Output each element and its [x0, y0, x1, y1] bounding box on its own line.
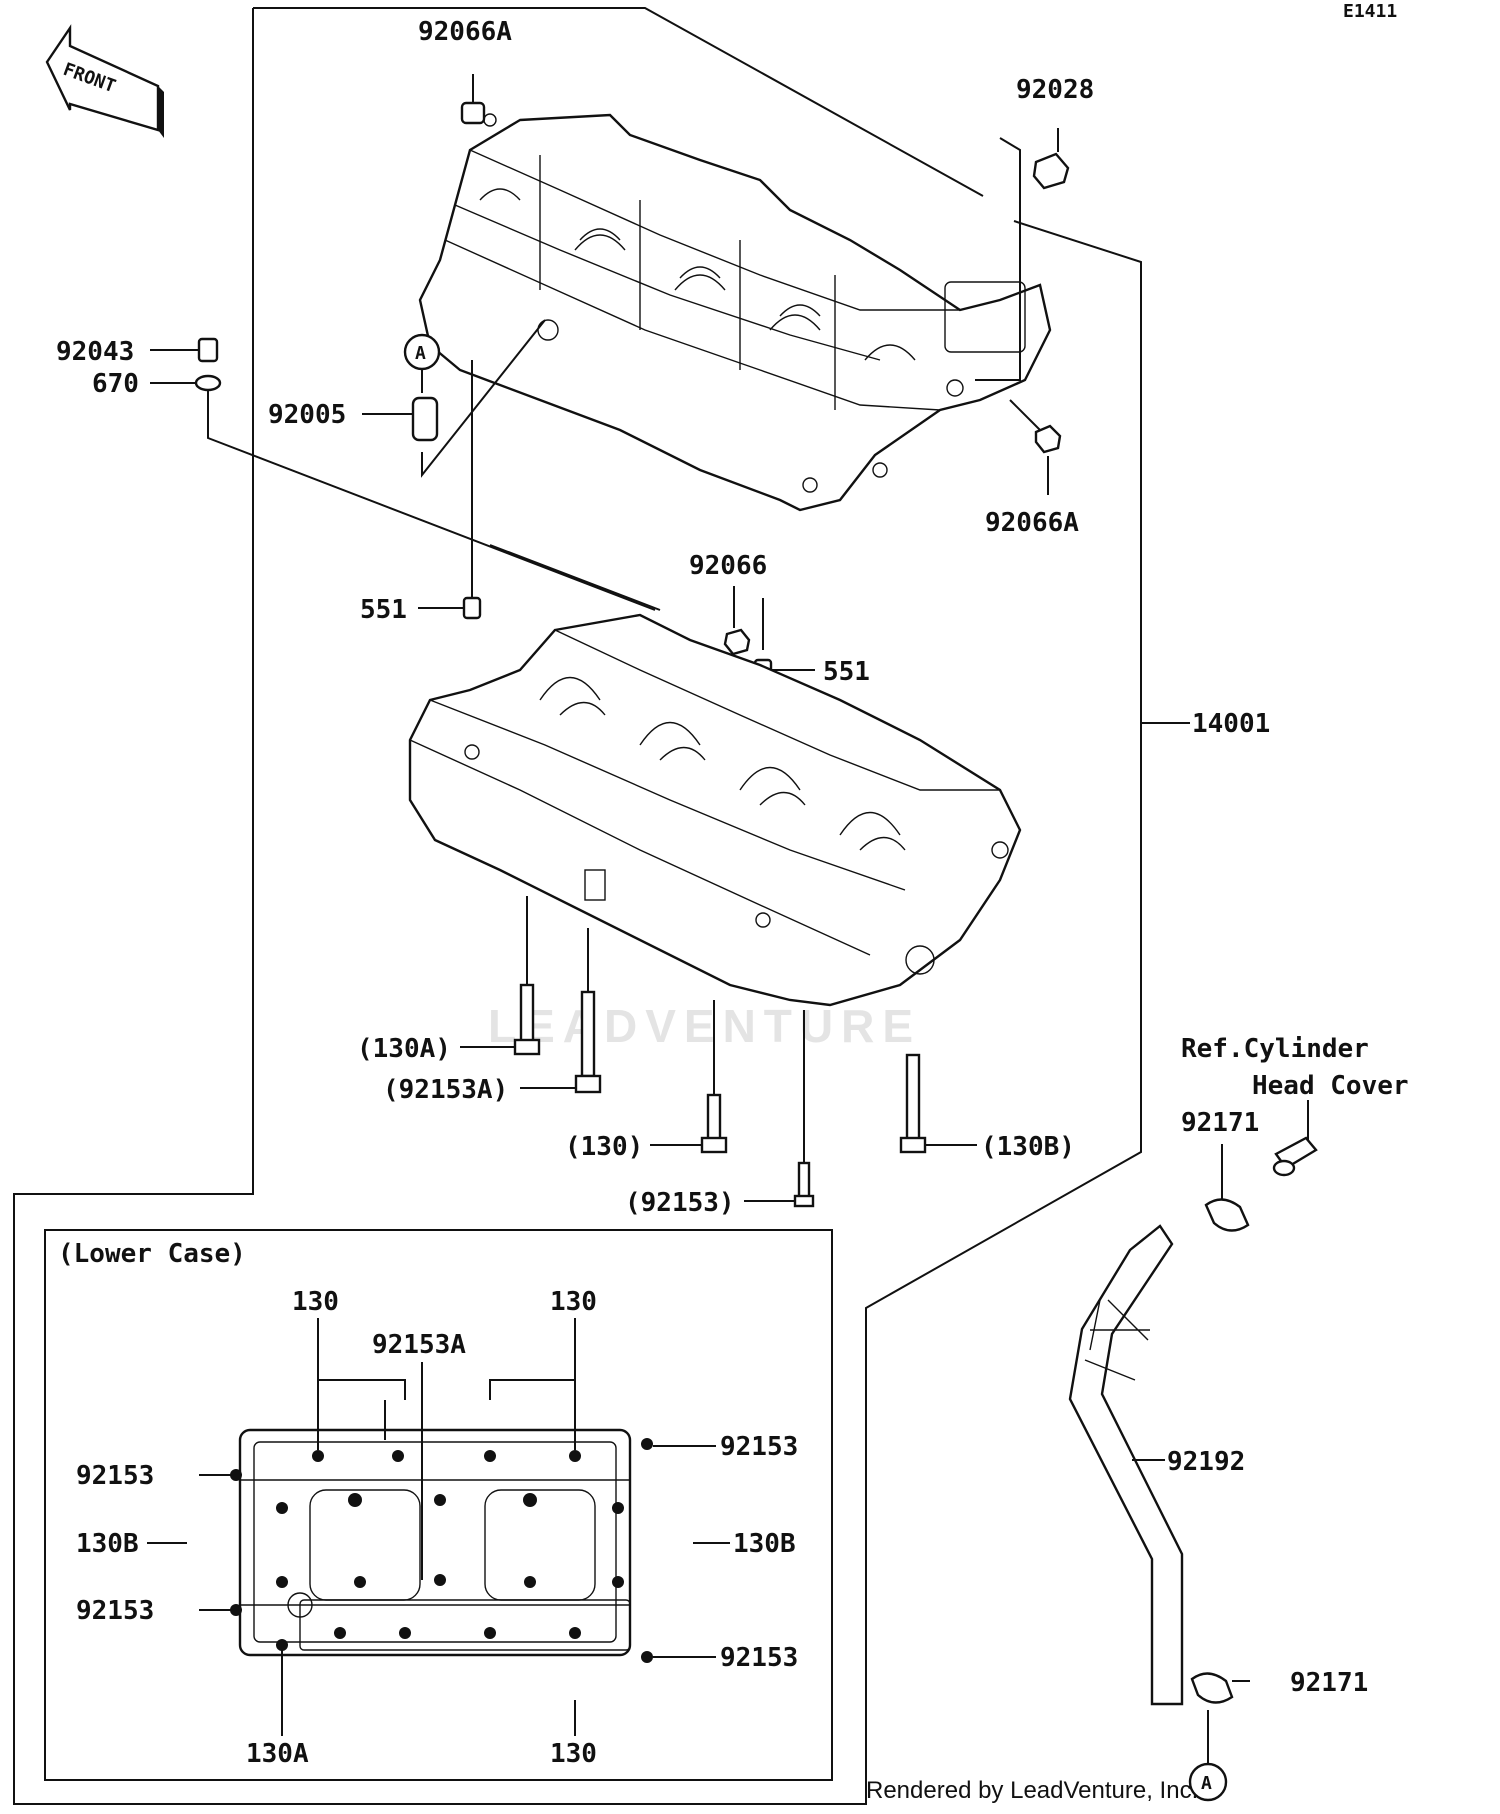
label-92066: 92066	[689, 551, 767, 581]
inset-label-92153-left-1: 92153	[76, 1461, 154, 1491]
label-92066A-top: 92066A	[418, 17, 512, 47]
inset-label-130-top-left: 130	[292, 1287, 339, 1317]
part-92066	[723, 586, 751, 656]
inset-label-130A: 130A	[246, 1739, 309, 1769]
leader-92066A-right	[1009, 399, 1041, 431]
label-551-left: 551	[360, 595, 407, 625]
lower-crankcase	[408, 613, 1022, 1007]
inset-label-92153-top-right: 92153	[720, 1432, 798, 1462]
label-130B: (130B)	[981, 1132, 1075, 1162]
label-92066A-right: 92066A	[985, 508, 1079, 538]
label-92043: 92043	[56, 337, 134, 367]
label-92192: 92192	[1167, 1447, 1245, 1477]
breather-hose	[1068, 1224, 1184, 1706]
inset-label-130B-right: 130B	[733, 1529, 796, 1559]
label-head-cover: Head Cover	[1252, 1071, 1409, 1101]
upper-crankcase	[418, 113, 1052, 512]
front-arrow-icon: FRONT	[45, 24, 164, 138]
cylinder-head-cover-fitting	[1272, 1100, 1318, 1177]
label-92171-bottom: 92171	[1290, 1668, 1368, 1698]
part-92066A-top	[460, 74, 486, 125]
leader-670-to-case	[207, 391, 656, 611]
label-92153: (92153)	[625, 1188, 735, 1218]
label-92028: 92028	[1016, 75, 1094, 105]
label-670: 670	[92, 369, 139, 399]
label-92153A: (92153A)	[383, 1075, 508, 1105]
hose-clamp-top	[1204, 1144, 1250, 1232]
ref-a-label-bottom: A	[1201, 1773, 1212, 1794]
label-551-right: 551	[823, 657, 870, 687]
ref-a-marker-bottom: A	[1188, 1710, 1228, 1802]
leader-92005	[421, 319, 546, 478]
watermark: LEADVENTURE	[488, 1000, 921, 1052]
diagram-id: E1411	[1343, 1, 1397, 22]
part-670-oring	[194, 374, 222, 392]
bolt-92153A	[520, 928, 602, 1094]
label-130A: (130A)	[357, 1034, 451, 1064]
hose-clamp-bottom	[1190, 1672, 1250, 1704]
group-boundary	[253, 7, 984, 197]
part-labels: 92066A 92028 92043 670 92005 92066A 9206…	[56, 17, 1409, 1698]
inset-label-92153-left-2: 92153	[76, 1596, 154, 1626]
group-boundary-outer	[13, 8, 1142, 1805]
inset-frame	[44, 1229, 833, 1781]
label-130: (130)	[565, 1132, 643, 1162]
part-92066A-right	[1034, 424, 1062, 495]
bolt-130B	[899, 1053, 977, 1154]
inset-leaders	[147, 1318, 730, 1736]
inset-label-92153A: 92153A	[372, 1330, 466, 1360]
part-92043	[197, 337, 219, 363]
inset-part-labels: 130 130 92153A 92153 92153 130B 130B 921…	[76, 1287, 798, 1769]
part-92028	[1032, 128, 1070, 190]
part-92005	[362, 396, 439, 442]
inset-label-130B-left: 130B	[76, 1529, 139, 1559]
inset-label-130-bottom: 130	[550, 1739, 597, 1769]
label-92171-top: 92171	[1181, 1108, 1259, 1138]
inset-title: (Lower Case)	[58, 1239, 246, 1269]
ref-a-marker-top: A	[403, 333, 441, 393]
label-14001: 14001	[1192, 709, 1270, 739]
credit-text: Rendered by LeadVenture, Inc.	[866, 1777, 1198, 1804]
inset-lower-case-bottom-view	[230, 1428, 653, 1663]
part-551-left	[418, 596, 482, 620]
ref-a-label-top: A	[415, 343, 426, 364]
label-ref-cylinder: Ref.Cylinder	[1181, 1034, 1369, 1064]
bolt-130A	[460, 896, 541, 1056]
inset-label-92153-bottom-right: 92153	[720, 1643, 798, 1673]
leader-92028	[975, 137, 1021, 381]
bolt-130	[650, 1000, 728, 1154]
case-joint-line	[489, 544, 661, 611]
inset-label-130-top-right: 130	[550, 1287, 597, 1317]
label-92005: 92005	[268, 400, 346, 430]
bolt-92153	[744, 1010, 815, 1208]
